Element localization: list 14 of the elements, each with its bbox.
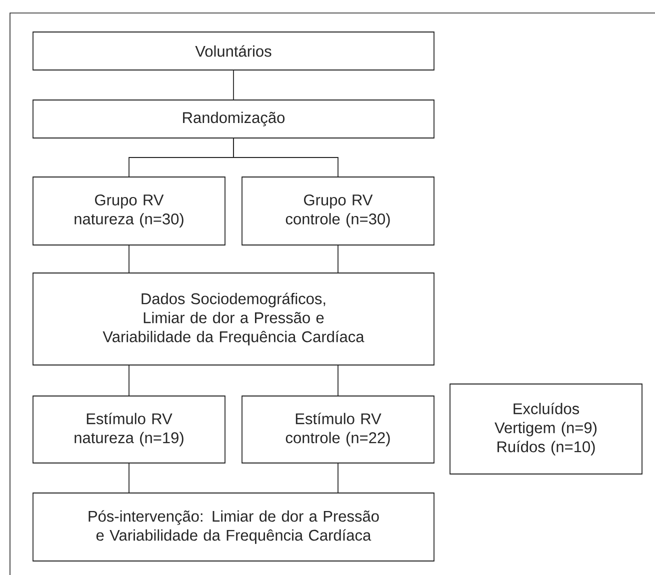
process-box: Grupo RV controle (n=30) (242, 176, 434, 246)
process-box: Randomização (32, 100, 434, 138)
process-box: Estímulo RV natureza (n=19) (32, 396, 226, 464)
connector-line (128, 245, 130, 274)
connector-line (233, 70, 234, 100)
exclusion-box: Excluídos Vertigem (n=9) Ruídos (n=10) (450, 384, 642, 474)
connector-line (233, 138, 338, 177)
process-box: Grupo RV natureza (n=30) (32, 176, 226, 246)
connector-line (128, 364, 130, 396)
process-box: Voluntários (32, 32, 434, 70)
process-box: Pós-intervenção: Limiar de dor a Pressão e Variabilidade da Frequência Cardíaca (32, 492, 434, 562)
process-box: Estímulo RV controle (n=22) (242, 396, 434, 464)
process-box: Dados Sociodemográficos, Limiar de dor a Pressão e Variabilidade da Frequência Cardíaca (32, 272, 434, 366)
connector-line (128, 463, 130, 494)
